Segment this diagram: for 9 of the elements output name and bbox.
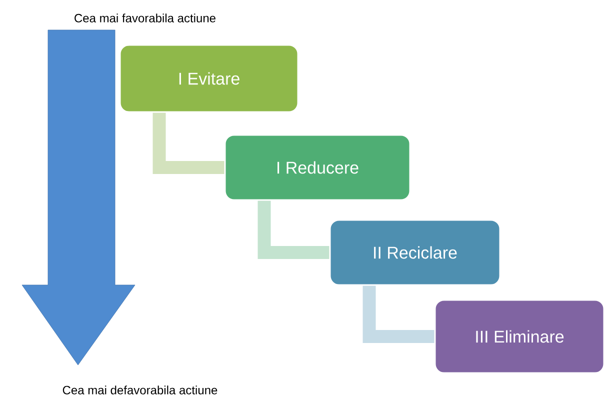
step-box: I Reducere <box>224 134 411 201</box>
step-box: I Evitare <box>119 44 299 113</box>
caption-text: Cea mai defavorabila actiune <box>62 386 218 394</box>
step-box: II Reciclare <box>329 219 501 286</box>
connector <box>362 286 434 343</box>
connector <box>152 112 224 174</box>
step-box: III Eliminare <box>434 299 605 374</box>
caption-text: Cea mai favorabila actiune <box>74 14 216 22</box>
connector <box>258 200 330 259</box>
